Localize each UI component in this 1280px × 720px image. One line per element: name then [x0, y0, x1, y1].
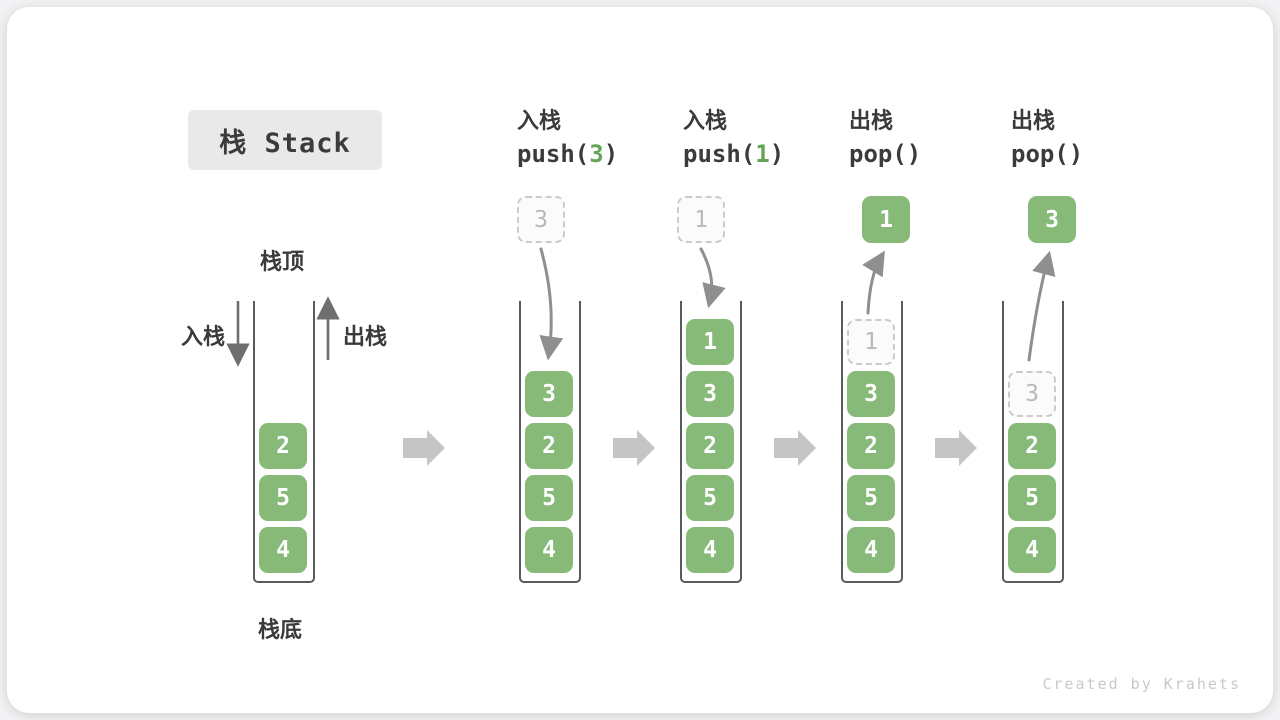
diagram-card: 栈 Stack 栈顶 栈底 入栈 出栈 入栈 push(3) 入栈 push(1…	[7, 7, 1273, 713]
stack-block-ghost: 3	[1008, 371, 1056, 417]
stack-block: 2	[847, 423, 895, 469]
step-right-arrow-icon	[774, 430, 816, 466]
floating-value-box: 1	[862, 196, 910, 243]
stack-bottom-label: 栈底	[258, 617, 303, 642]
step-right-arrow-icon	[935, 430, 977, 466]
stack-block: 2	[259, 423, 307, 469]
code-post: )	[603, 140, 619, 168]
op-code: push(3)	[517, 136, 677, 172]
stack-frame-1	[253, 301, 315, 583]
code-arg: 1	[755, 140, 770, 168]
stack-block: 5	[686, 475, 734, 521]
stack-frame-4	[841, 301, 903, 583]
op-label: 出栈	[1011, 108, 1056, 133]
op-code: pop()	[1011, 136, 1171, 172]
code-post: )	[906, 140, 922, 168]
stack-block: 5	[259, 475, 307, 521]
code-pre: pop(	[1011, 140, 1069, 168]
stack-top-label: 栈顶	[260, 249, 305, 274]
title-badge-label: 栈 Stack	[219, 127, 351, 159]
stack-block: 3	[525, 371, 573, 417]
op-label: 出栈	[849, 108, 894, 133]
op-label: 入栈	[517, 108, 562, 133]
step-right-arrow-icon	[613, 430, 655, 466]
stack-block: 4	[259, 527, 307, 573]
stack-block: 2	[525, 423, 573, 469]
op-header-pop3: 出栈 pop()	[1011, 106, 1171, 172]
stack-frame-5	[1002, 301, 1064, 583]
step-right-arrow-icon	[403, 430, 445, 466]
pop-side-label: 出栈	[343, 324, 388, 349]
stack-block: 1	[686, 319, 734, 365]
code-post: )	[1068, 140, 1084, 168]
op-code: pop()	[849, 136, 1009, 172]
code-arg: 3	[589, 140, 604, 168]
op-header-push1: 入栈 push(1)	[683, 106, 843, 172]
stack-block: 5	[847, 475, 895, 521]
watermark: Created by Krahets	[1042, 675, 1241, 693]
stack-block: 5	[1008, 475, 1056, 521]
stack-frame-2	[519, 301, 581, 583]
stack-block: 3	[686, 371, 734, 417]
op-header-pop1: 出栈 pop()	[849, 106, 1009, 172]
op-code: push(1)	[683, 136, 843, 172]
code-pre: push(	[517, 140, 590, 168]
code-pre: push(	[683, 140, 756, 168]
code-post: )	[769, 140, 785, 168]
stack-block: 4	[847, 527, 895, 573]
floating-value-box: 3	[517, 196, 565, 243]
code-pre: pop(	[849, 140, 907, 168]
stack-frame-3	[680, 301, 742, 583]
stack-block: 3	[847, 371, 895, 417]
stack-block: 5	[525, 475, 573, 521]
op-label: 入栈	[683, 108, 728, 133]
title-badge: 栈 Stack	[188, 110, 382, 170]
stack-block: 4	[525, 527, 573, 573]
stack-block: 2	[686, 423, 734, 469]
op-header-push3: 入栈 push(3)	[517, 106, 677, 172]
stack-block: 2	[1008, 423, 1056, 469]
push1-arrow-icon	[699, 247, 726, 309]
floating-value-box: 3	[1028, 196, 1076, 243]
floating-value-box: 1	[677, 196, 725, 243]
stack-block: 4	[686, 527, 734, 573]
stack-block-ghost: 1	[847, 319, 895, 365]
stack-block: 4	[1008, 527, 1056, 573]
push-side-label: 入栈	[181, 324, 226, 349]
